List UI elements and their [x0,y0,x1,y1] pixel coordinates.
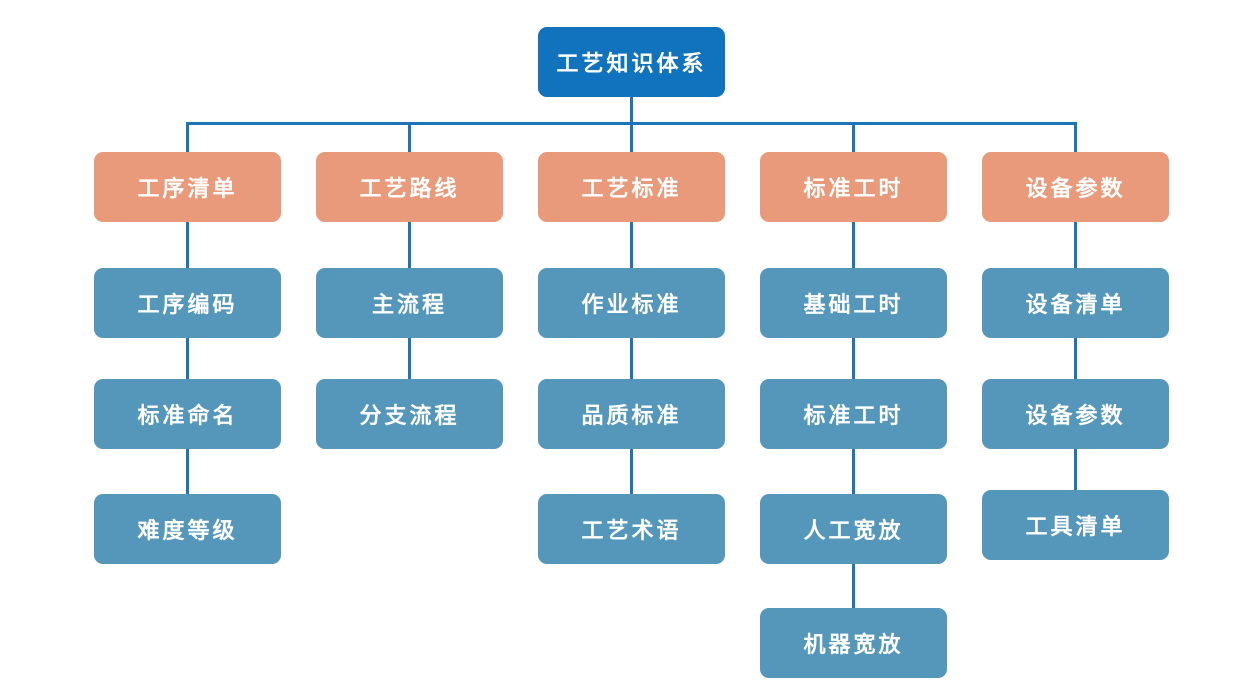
connector-drop-2 [408,122,411,152]
connector [852,564,855,608]
node-child-5-1: 设备清单 [982,268,1169,338]
connector [630,449,633,494]
node-branch-5: 设备参数 [982,152,1169,222]
node-child-1-2: 标准命名 [94,379,281,449]
node-child-1-1: 工序编码 [94,268,281,338]
connector [186,338,189,379]
node-child-5-3: 工具清单 [982,490,1169,560]
node-child-3-3: 工艺术语 [538,494,725,564]
connector-drop-3 [630,122,633,152]
connector [1074,338,1077,379]
node-child-3-1: 作业标准 [538,268,725,338]
node-child-2-1: 主流程 [316,268,503,338]
connector [852,338,855,379]
node-root: 工艺知识体系 [538,27,725,97]
node-child-5-2: 设备参数 [982,379,1169,449]
connector-root-stub [630,97,633,122]
connector [852,449,855,494]
connector [408,338,411,379]
connector [186,222,189,268]
connector [1074,222,1077,268]
connector-drop-5 [1074,122,1077,152]
node-child-4-4: 机器宽放 [760,608,947,678]
node-branch-3: 工艺标准 [538,152,725,222]
node-child-4-3: 人工宽放 [760,494,947,564]
connector [408,222,411,268]
connector-drop-1 [186,122,189,152]
node-branch-1: 工序清单 [94,152,281,222]
connector-drop-4 [852,122,855,152]
node-child-3-2: 品质标准 [538,379,725,449]
node-child-4-2: 标准工时 [760,379,947,449]
connector [630,338,633,379]
node-child-2-2: 分支流程 [316,379,503,449]
connector [630,222,633,268]
node-child-4-1: 基础工时 [760,268,947,338]
connector [1074,449,1077,494]
connector [186,449,189,494]
connector [852,222,855,268]
node-branch-2: 工艺路线 [316,152,503,222]
node-branch-4: 标准工时 [760,152,947,222]
node-child-1-3: 难度等级 [94,494,281,564]
